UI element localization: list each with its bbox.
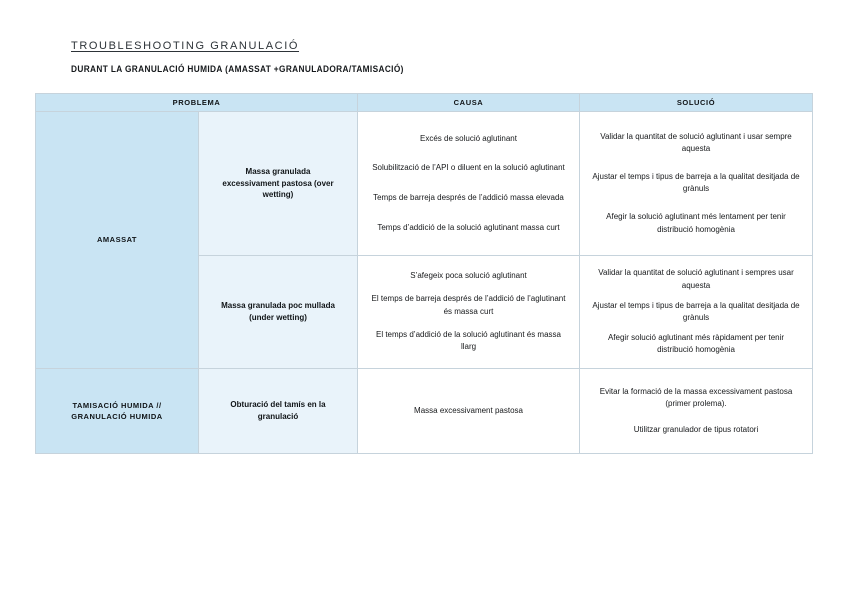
problem-cell-over-wetting: Massa granulada excessivament pastosa (o… — [198, 111, 358, 256]
table-row-under-wetting: Massa granulada poc mullada (under wetti… — [36, 255, 813, 369]
column-header-solucio: SOLUCIÓ — [579, 93, 813, 112]
troubleshooting-table: PROBLEMA CAUSA SOLUCIÓ AMASSAT Massa gra… — [35, 93, 813, 454]
table-row-tamisacio: TAMISACIÓ HUMIDA // GRANULACIÓ HUMIDA Ob… — [35, 368, 813, 454]
solutions-list: Validar la quantitat de solució aglutina… — [580, 257, 812, 368]
cause-item: Temps d’addició de la solució aglutinant… — [377, 222, 560, 232]
cause-item: Excés de solució aglutinant — [420, 133, 517, 143]
cause-item: El temps d’addició de la solució aglutin… — [376, 329, 561, 352]
causes-list: Massa excessivament pastosa — [358, 370, 579, 453]
table-row-over-wetting: AMASSAT Massa granulada excessivament pa… — [35, 111, 813, 369]
solution-item: Afegir la solució aglutinant més lentame… — [606, 212, 786, 234]
column-header-problema: PROBLEMA — [35, 93, 358, 112]
cause-item: El temps de barreja després de l’addició… — [371, 294, 566, 316]
cause-item: S’afegeix poca solució aglutinant — [410, 271, 527, 281]
causes-cell: Excés de solució aglutinant Solubilitzac… — [357, 111, 580, 256]
causes-cell: Massa excessivament pastosa — [357, 368, 580, 454]
solution-item: Utilitzar granulador de tipus rotatori — [633, 424, 759, 434]
page-title: TROUBLESHOOTING GRANULACIÓ — [71, 40, 300, 52]
causes-cell: S’afegeix poca solució aglutinant El tem… — [357, 255, 580, 369]
page-subtitle: DURANT LA GRANULACIÓ HUMIDA (AMASSAT +GR… — [71, 64, 404, 74]
problem-cell-obturacio: Obturació del tamís en la granulació — [198, 368, 358, 454]
problem-cell-under-wetting: Massa granulada poc mullada (under wetti… — [198, 255, 358, 369]
solution-item: Ajustar el temps i tipus de barreja a la… — [592, 300, 800, 322]
cause-item: Temps de barreja després de l’addició ma… — [373, 193, 564, 203]
cause-item: Massa excessivament pastosa — [414, 405, 523, 415]
causes-list: Excés de solució aglutinant Solubilitzac… — [358, 113, 579, 255]
column-header-causa: CAUSA — [357, 93, 580, 112]
causes-list: S’afegeix poca solució aglutinant El tem… — [358, 257, 579, 368]
solution-item: Evitar la formació de la massa excessiva… — [599, 386, 793, 409]
process-cell-amassat: AMASSAT — [35, 111, 199, 369]
cause-item: Solubilització de l’API o diluent en la … — [372, 163, 565, 173]
solutions-cell: Validar la quantitat de solució aglutina… — [579, 111, 813, 256]
solutions-list: Evitar la formació de la massa excessiva… — [580, 370, 812, 453]
process-cell-tamisacio: TAMISACIÓ HUMIDA // GRANULACIÓ HUMIDA — [35, 368, 199, 454]
solutions-cell: Validar la quantitat de solució aglutina… — [579, 255, 813, 369]
header-row: PROBLEMA CAUSA SOLUCIÓ — [35, 93, 813, 112]
solutions-list: Validar la quantitat de solució aglutina… — [580, 113, 812, 255]
solutions-cell: Evitar la formació de la massa excessiva… — [579, 368, 813, 454]
solution-item: Afegir solució aglutinant més ràpidament… — [607, 333, 785, 355]
solution-item: Validar la quantitat de solució aglutina… — [598, 268, 794, 290]
solution-item: Ajustar el temps i tipus de barreja a la… — [592, 172, 800, 194]
solution-item: Validar la quantitat de solució aglutina… — [600, 131, 792, 154]
